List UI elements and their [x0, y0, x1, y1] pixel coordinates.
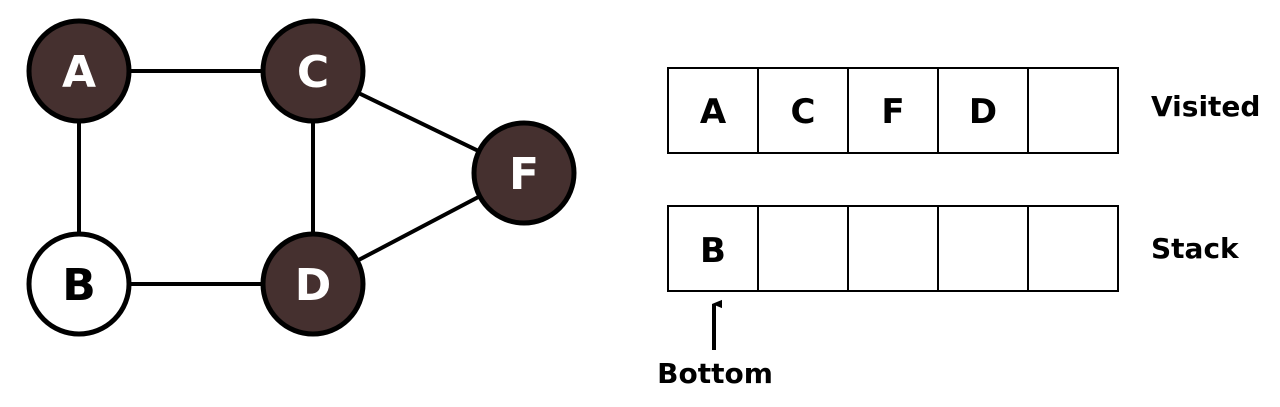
node-a-label: A	[62, 47, 96, 98]
visited-cell-2-text: C	[791, 92, 816, 132]
visited-cell-4: D	[937, 67, 1029, 154]
stack-array: B Stack	[667, 205, 1240, 292]
stack-cell-5	[1027, 205, 1119, 292]
node-f-circle	[471, 120, 577, 226]
node-b-label: B	[62, 260, 96, 311]
stack-cell-4	[937, 205, 1029, 292]
node-d-label: D	[295, 260, 332, 311]
node-b-circle	[26, 231, 132, 337]
visited-cell-3-text: F	[881, 92, 904, 132]
visited-cell-5	[1027, 67, 1119, 154]
node-d: D	[260, 231, 366, 337]
node-f-label: F	[509, 149, 539, 200]
graph-nodes: A C F B D	[26, 18, 577, 337]
stack-cell-1-text: B	[700, 231, 726, 271]
node-c-label: C	[297, 47, 329, 98]
node-c-circle	[260, 18, 366, 124]
stack-cell-1: B	[667, 205, 759, 292]
visited-cell-1: A	[667, 67, 759, 154]
stack-label: Stack	[1151, 232, 1240, 265]
stack-bottom-pointer: Bottom	[657, 304, 773, 390]
node-a: A	[26, 18, 132, 124]
node-d-circle	[260, 231, 366, 337]
node-a-circle	[26, 18, 132, 124]
visited-cell-2: C	[757, 67, 849, 154]
visited-label: Visited	[1151, 90, 1260, 123]
node-f: F	[471, 120, 577, 226]
visited-cell-1-text: A	[700, 92, 727, 132]
visited-array: A C F D Visited	[667, 67, 1260, 154]
stack-cell-3	[847, 205, 939, 292]
bottom-label: Bottom	[657, 357, 773, 390]
visited-cell-3: F	[847, 67, 939, 154]
stack-cell-2	[757, 205, 849, 292]
node-c: C	[260, 18, 366, 124]
visited-cell-4-text: D	[969, 92, 997, 132]
node-b: B	[26, 231, 132, 337]
